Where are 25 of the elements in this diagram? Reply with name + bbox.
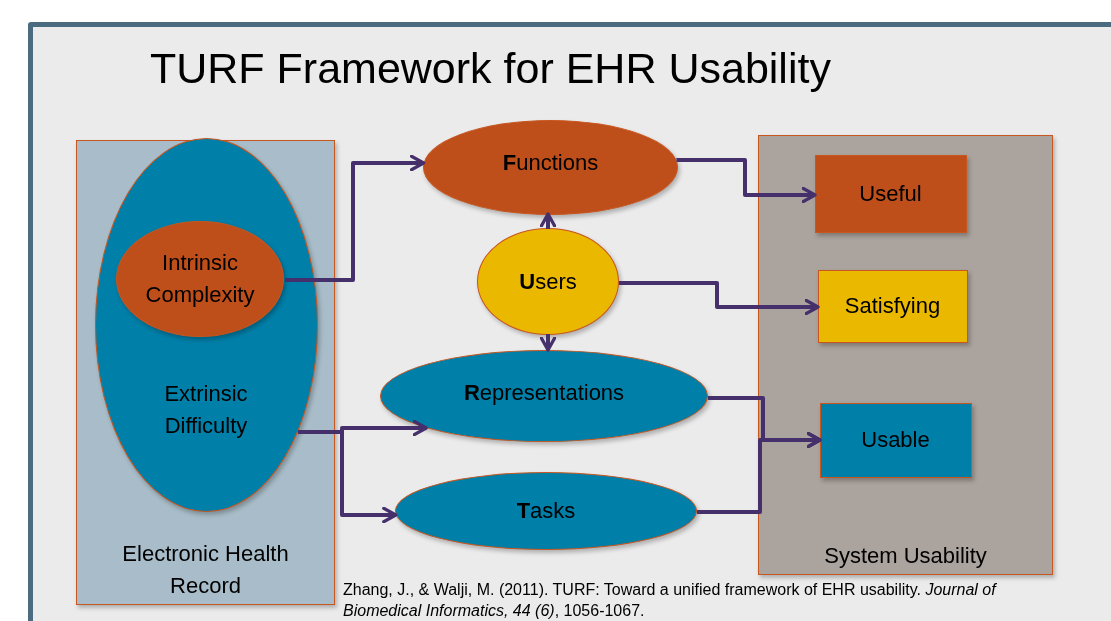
connector-arrow (297, 430, 398, 524)
useful-box (814, 154, 967, 233)
usable-box (819, 402, 972, 478)
connector-arrow (696, 431, 822, 514)
node-label: Satisfying (844, 292, 941, 321)
usability-panel (758, 135, 1053, 575)
node-label: Representations (463, 379, 625, 407)
node-label: Useful (859, 179, 922, 208)
connector-arrow (539, 212, 557, 229)
node-label: Functions (502, 149, 599, 177)
satisfying-box (817, 269, 968, 343)
node-label: Tasks (516, 497, 576, 526)
node-label: System Usability (824, 542, 987, 571)
record-panel (76, 140, 335, 605)
connector-arrow (676, 158, 817, 204)
node-label: Extrinsic Difficulty (163, 379, 249, 440)
node-label: Intrinsic Complexity (144, 249, 256, 309)
node-label: Electronic Health Record (121, 540, 290, 601)
node-label: Usable (861, 426, 930, 455)
connector-arrow (285, 154, 426, 282)
connector-arrow (539, 334, 557, 352)
citation: Zhang, J., & Walji, M. (2011). TURF: Toward a unified framework of EHR usability. Journal of Biomedical Informatics, 44 (6), 1056-1067. (343, 580, 998, 621)
node-label: Users (519, 267, 577, 296)
title: TURF Framework for EHR Usability (150, 44, 831, 93)
connector-arrow (618, 281, 820, 316)
